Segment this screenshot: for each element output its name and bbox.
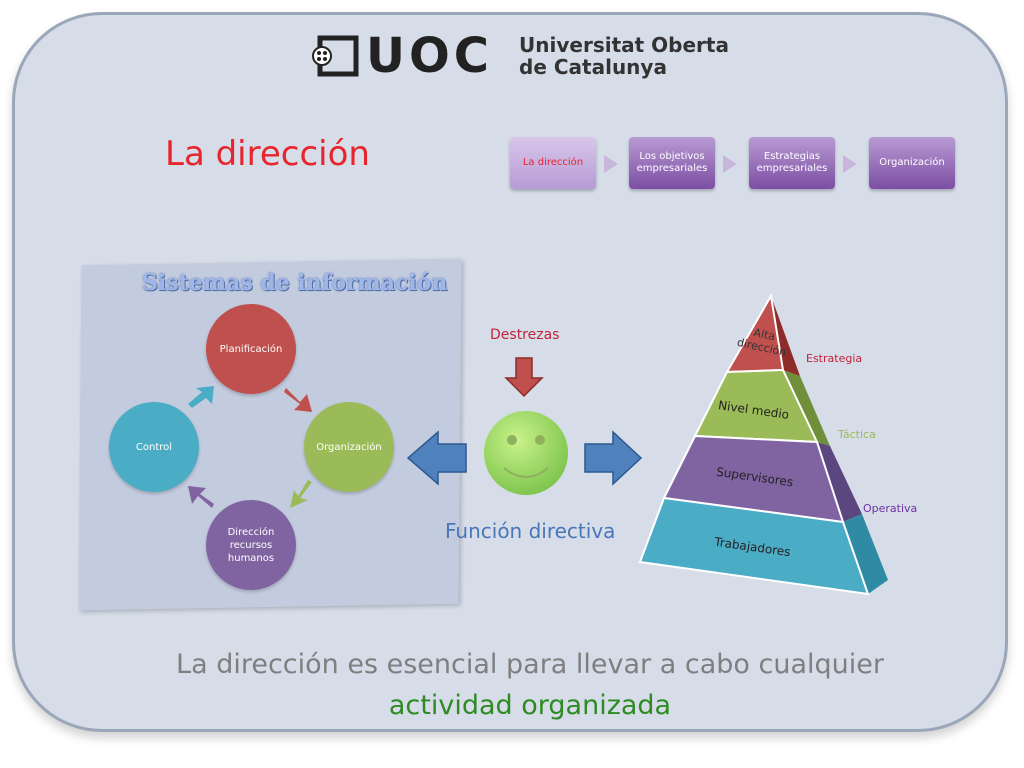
cycle-arrow-icon <box>188 386 214 408</box>
uoc-logo: UOC Universitat Oberta de Catalunya <box>310 28 729 84</box>
uoc-name: Universitat Oberta de Catalunya <box>519 34 729 78</box>
side-label-tactica: Táctica <box>838 428 876 441</box>
pyramid-side-face <box>817 442 862 522</box>
uoc-logo-mark-icon <box>310 34 360 78</box>
panel-title: Sistemas de información <box>142 270 448 296</box>
cycle-arrow-icon <box>188 486 214 508</box>
step-arrow-icon <box>843 155 857 173</box>
uoc-letters: UOC <box>366 28 494 84</box>
cycle-planificacion: Planificación <box>206 304 296 394</box>
conclusion-text-main: La dirección es esencial para llevar a c… <box>176 649 884 680</box>
step-arrow-icon <box>604 155 618 173</box>
pyramid-side-face <box>843 514 888 594</box>
pyramid-level-trabajadores <box>638 496 870 596</box>
left-arrow-icon <box>406 430 467 486</box>
cycle-arrow-icon <box>290 480 312 508</box>
conclusion-text: La dirección es esencial para llevar a c… <box>140 644 920 726</box>
destrezas-label: Destrezas <box>490 327 560 343</box>
funcion-directiva-label: Función directiva <box>445 519 616 543</box>
step-estrategias[interactable]: Estrategias empresariales <box>749 137 835 189</box>
cycle-control: Control <box>109 402 199 492</box>
right-arrow-icon <box>584 430 643 486</box>
cycle-organizacion: Organización <box>304 402 394 492</box>
smiley-face-icon <box>484 411 568 495</box>
cycle-arrow-icon <box>284 388 312 412</box>
step-objetivos[interactable]: Los objetivos empresariales <box>629 137 715 189</box>
conclusion-highlight: actividad organizada <box>388 690 672 721</box>
step-arrow-icon <box>723 155 737 173</box>
uoc-name-line1: Universitat Oberta <box>519 33 729 57</box>
side-label-operativa: Operativa <box>863 502 918 515</box>
uoc-name-line2: de Catalunya <box>519 55 667 79</box>
down-arrow-icon <box>504 357 544 398</box>
step-la-direccion[interactable]: La dirección <box>510 137 596 189</box>
pyramid-side-face <box>771 296 800 376</box>
side-label-estrategia: Estrategia <box>806 352 863 365</box>
step-organizacion[interactable]: Organización <box>869 137 955 189</box>
pyramid-side-face <box>783 370 830 446</box>
cycle-direccion-rrhh: Dirección recursos humanos <box>206 500 296 590</box>
slide-title: La dirección <box>165 134 370 174</box>
